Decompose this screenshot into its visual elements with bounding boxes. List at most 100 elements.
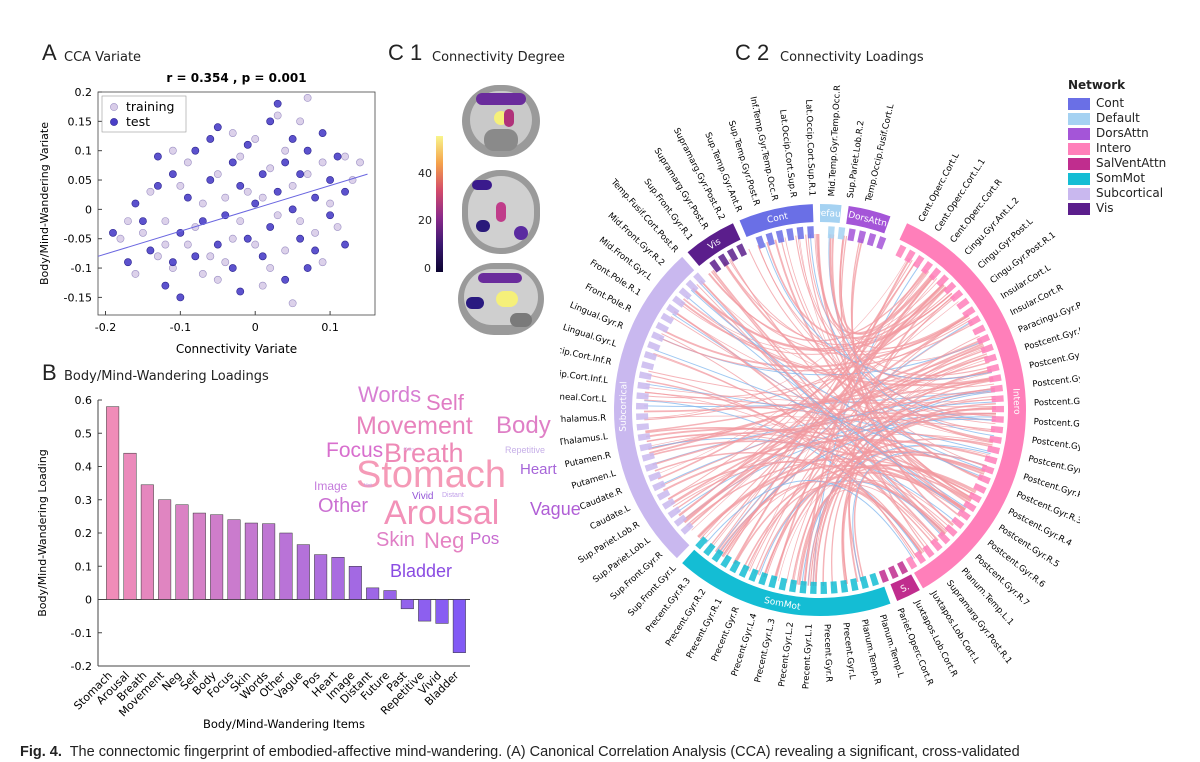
bar-vague [296, 544, 310, 600]
chord-link [702, 372, 993, 542]
bar-breath [140, 484, 154, 600]
wordcloud-word: Stomach [356, 454, 506, 496]
chord-link [654, 452, 923, 554]
wordcloud-word: Pain [404, 447, 415, 453]
scatter-point-test [168, 258, 177, 267]
region-label: Precent.Gyr.L.1 [801, 623, 814, 689]
region-label: Postcent.Gyr.L.2 [1032, 371, 1080, 389]
scatter-point-training [153, 252, 162, 261]
node-tick [895, 244, 907, 259]
wordcloud-word: Skin [376, 529, 415, 551]
network-legend-swatch [1068, 112, 1090, 125]
chord-link [644, 391, 937, 543]
node-tick [672, 295, 686, 308]
scatter-point-test [176, 293, 185, 302]
wordcloud-word: Image [314, 479, 348, 493]
node-tick [651, 331, 665, 342]
scatter-y-tick-label: 0.2 [75, 86, 93, 99]
node-tick [920, 260, 934, 275]
scatter-point-test [183, 193, 192, 202]
scatter-point-training [198, 199, 207, 208]
scatter-y-tick-label: 0.05 [68, 174, 93, 187]
node-tick [720, 554, 732, 569]
node-tick [736, 243, 748, 257]
scatter-point-training [356, 158, 364, 167]
bar-image [348, 566, 362, 600]
node-tick [989, 435, 1002, 444]
brain-sagittal-view [458, 263, 544, 335]
chord-link [705, 480, 914, 560]
region-label: Putamen.L [570, 469, 617, 492]
bar-chart: -0.2-0.100.10.20.30.40.50.6StomachArousa… [36, 394, 470, 731]
node-tick [820, 581, 828, 594]
node-tick [991, 395, 1004, 403]
node-tick [930, 538, 943, 552]
arc-sommot [682, 549, 891, 616]
wordcloud-word: Other [318, 495, 369, 517]
scatter-point-test [288, 205, 297, 214]
network-legend-item: Subcortical [1068, 186, 1166, 201]
chord-link [812, 489, 917, 586]
wordcloud-word: Neg [424, 528, 465, 553]
node-tick [678, 287, 692, 300]
chord-link [759, 480, 945, 576]
network-legend-label: Intero [1096, 141, 1132, 155]
scatter-point-training [318, 258, 327, 267]
node-tick [703, 542, 716, 557]
chord-link [786, 335, 980, 583]
scatter-y-tick-label: -0.05 [64, 233, 92, 246]
wordcloud-word: Repetitive [505, 445, 546, 455]
scatter-point-training [281, 146, 290, 155]
scatter-point-test [161, 281, 170, 290]
scatter-point-training [161, 240, 170, 249]
bar-words [262, 523, 276, 600]
scatter-point-test [303, 264, 312, 272]
chord-link [662, 438, 990, 492]
arc-salventattn-label: S. [899, 582, 911, 595]
chord-link [842, 407, 996, 585]
network-legend-swatch [1068, 187, 1090, 200]
scatter-point-test [333, 152, 342, 161]
region-label: Cuneal.Cort.L [560, 392, 607, 405]
scatter-x-axis-label: Connectivity Variate [176, 342, 297, 356]
scatter-point-test [228, 158, 237, 167]
bar-vivid [435, 599, 449, 624]
node-tick [709, 259, 722, 273]
node-tick [840, 579, 849, 593]
bar-bladder [452, 599, 466, 653]
scatter-point-training [281, 246, 290, 255]
chord-link [678, 286, 947, 516]
scatter-x-tick-label: -0.1 [170, 321, 191, 334]
node-tick [922, 544, 935, 558]
wordcloud-word: Vivid [412, 491, 434, 502]
network-legend-swatch [1068, 97, 1090, 110]
scatter-point-training [318, 158, 327, 167]
region-label: Precent.Gyr.L.2 [777, 621, 796, 687]
node-tick [878, 569, 889, 583]
node-tick [950, 289, 964, 302]
node-tick [827, 226, 835, 239]
node-tick [636, 423, 650, 431]
caption-prefix: Fig. 4. [20, 744, 62, 760]
scatter-x-tick-label: 0.1 [321, 321, 339, 334]
arc-subcortical-label: Subcortical [619, 381, 630, 431]
bar-body [210, 514, 224, 600]
node-tick [639, 442, 653, 452]
scatter-y-tick-label: 0 [85, 203, 92, 216]
node-tick [866, 232, 877, 247]
panel-a-subtitle: CCA Variate [64, 50, 142, 65]
node-tick [786, 228, 795, 241]
node-tick [977, 473, 991, 485]
network-legend-item: DorsAttn [1068, 126, 1166, 141]
node-tick [666, 303, 680, 316]
node-tick [637, 381, 651, 390]
node-tick [636, 413, 649, 420]
scatter-point-training [311, 228, 320, 237]
scatter-point-test [318, 129, 327, 137]
region-label: Planum.Temp.R [859, 618, 883, 685]
region-label: Postcent.Gyr.R.7 [972, 553, 1030, 608]
region-label: Mid.Front.Gyr.R.2 [606, 211, 667, 268]
region-label: Temp.Occip.Fusif.Cort.L [864, 103, 897, 204]
wordcloud-word: Breath [384, 438, 464, 468]
node-tick [888, 565, 899, 579]
